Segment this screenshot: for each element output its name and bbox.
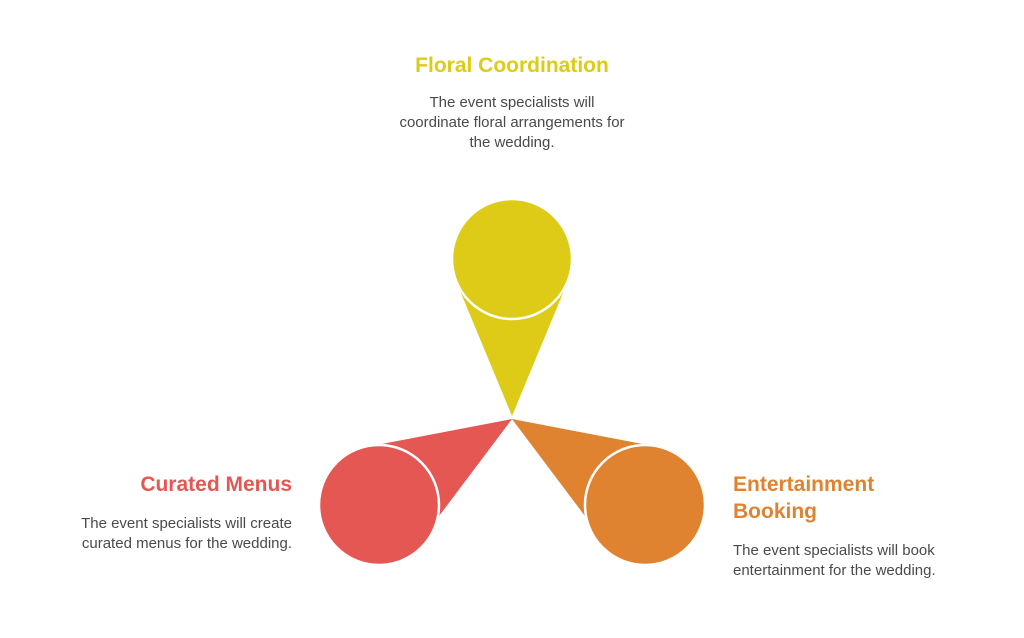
floral-coordination-title: Floral Coordination [415,54,609,77]
menus-cone [317,419,512,567]
curated-menus-title: Curated Menus [140,473,292,496]
floral-cone [450,197,574,416]
entertainment-booking-description: The event specialists will book entertai… [733,542,936,579]
floral-cone-circle [450,197,574,321]
entertainment-booking-title: Entertainment Booking [733,473,875,523]
entertainment-cone [512,419,707,567]
menus-cone-circle [317,443,441,567]
floral-cone-wedge [458,286,566,416]
curated-menus-description: The event specialists will create curate… [81,515,292,552]
entertainment-cone-circle [583,443,707,567]
floral-coordination-description: The event specialists will coordinate fl… [399,94,625,151]
